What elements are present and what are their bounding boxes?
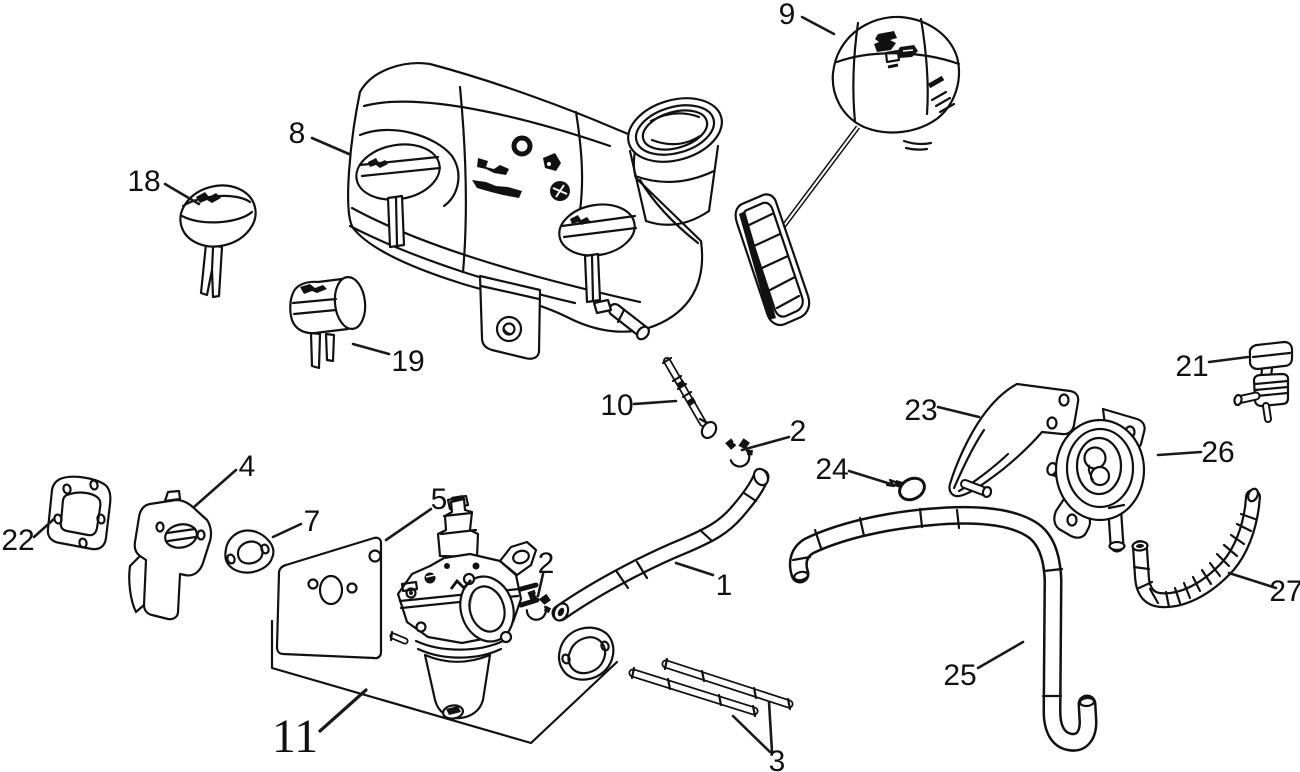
leader-line [800, 15, 836, 36]
callout-26: 26 [1156, 436, 1235, 469]
callout-label: 27 [1269, 575, 1300, 608]
tank-outlet-nipple [592, 298, 651, 341]
callout-18: 18 [127, 165, 201, 206]
callout-label: 7 [304, 505, 321, 538]
callout-label: 11 [272, 710, 318, 763]
callout-label: 19 [391, 345, 424, 378]
callout-23: 23 [904, 394, 981, 427]
callout-8: 8 [289, 117, 351, 156]
tank-grommet-19 [289, 275, 367, 370]
callout-label: 26 [1201, 436, 1234, 469]
leader-line [731, 714, 772, 754]
callout-label: 4 [239, 450, 256, 483]
leader-line [674, 561, 715, 577]
leader-line [1156, 450, 1203, 457]
callout-19: 19 [351, 342, 425, 378]
retainer-clip [885, 476, 926, 502]
fuel-hose [551, 467, 770, 622]
callout-10: 10 [600, 389, 678, 422]
fuel-cap [831, 15, 961, 151]
leader-line [32, 517, 56, 539]
callout-label: 3 [769, 745, 786, 772]
callout-22: 22 [1, 517, 56, 557]
leader-line [936, 405, 981, 419]
callout-label: 23 [904, 394, 937, 427]
callout-label: 18 [127, 165, 160, 198]
tank-mount-boss-right [558, 203, 638, 304]
corrugated-hose [1131, 487, 1261, 609]
leader-line [163, 182, 201, 206]
callout-21: 21 [1175, 350, 1250, 383]
callout-label: 5 [431, 483, 448, 516]
fuel-strainer [734, 193, 811, 327]
callout-27: 27 [1227, 571, 1300, 608]
tank-mount-boss-left [355, 143, 442, 249]
hose-clamp-upper [723, 432, 758, 470]
callout-25: 25 [943, 640, 1025, 692]
callout-label: 8 [289, 117, 306, 150]
callout-label: 22 [1, 524, 34, 557]
tank-warning-markings [472, 135, 570, 201]
mounting-bracket [948, 382, 1080, 499]
fuel-pump [1046, 407, 1146, 553]
gasket-oval-left [224, 529, 275, 574]
callout-label: 24 [815, 453, 848, 486]
gasket-oval-right [557, 626, 615, 681]
tank-grommet-18 [179, 184, 257, 299]
tank-mount-tab [478, 274, 542, 360]
vent-hose-j [788, 505, 1098, 752]
heat-shield-plate [275, 536, 383, 660]
callout-1: 1 [674, 561, 733, 602]
callout-7: 7 [271, 505, 321, 539]
fuel-tank-outline [347, 62, 704, 333]
callout-label: 2 [790, 415, 807, 448]
callout-label: 25 [943, 659, 976, 692]
leader-line [847, 469, 896, 487]
leader-line [384, 507, 433, 542]
leader-line [767, 700, 774, 754]
leader-line [271, 522, 303, 539]
callout-9: 9 [779, 0, 836, 36]
fuel-tank [347, 62, 723, 360]
filler-neck [627, 97, 723, 226]
leader-line [976, 640, 1025, 670]
gasket-square [46, 475, 112, 551]
carburetor-insulator [128, 489, 213, 621]
leader-line [1207, 355, 1250, 364]
shutoff-valve [1233, 340, 1294, 423]
fuel-cap-assembly [734, 15, 961, 327]
callout-11: 11 [272, 688, 368, 763]
callout-5: 5 [384, 483, 448, 542]
callout-label: 2 [538, 547, 555, 580]
leader-line [351, 342, 391, 356]
mounting-studs [628, 657, 794, 718]
leader-line [632, 399, 678, 406]
callout-label: 9 [779, 0, 796, 31]
leader-line [318, 688, 368, 733]
callout-label: 21 [1175, 350, 1208, 383]
callout-label: 1 [716, 569, 733, 602]
leader-line [192, 468, 238, 509]
callout-4: 4 [192, 450, 256, 509]
carburetor [389, 494, 540, 720]
callout-2-lower: 2 [536, 547, 555, 598]
callout-24: 24 [815, 453, 896, 487]
bolt [661, 356, 718, 440]
leader-line [740, 435, 791, 452]
callout-label: 10 [600, 389, 633, 422]
leader-line [1227, 571, 1278, 590]
leader-line [536, 572, 545, 598]
callout-3: 3 [731, 700, 786, 772]
carburetor-group-outline [270, 619, 619, 745]
leader-line [310, 136, 351, 156]
callout-2-upper: 2 [740, 415, 807, 452]
